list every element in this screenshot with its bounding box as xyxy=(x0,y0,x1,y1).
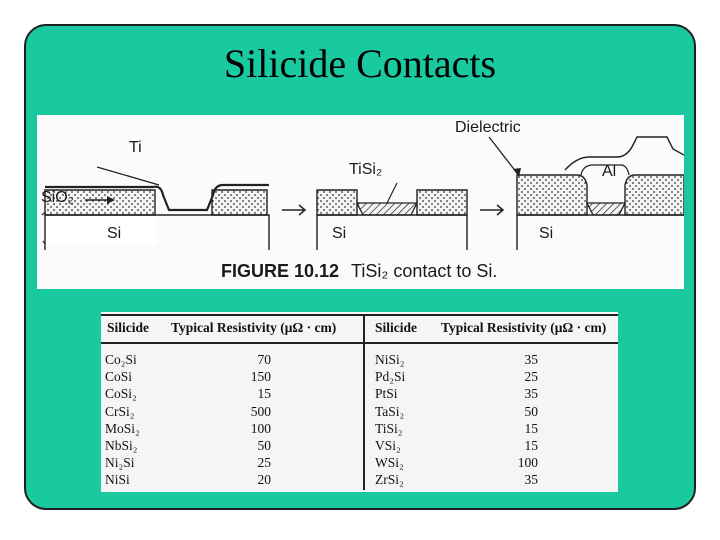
label-tisi2: TiSi₂ xyxy=(349,161,383,178)
figure-number: FIGURE 10.12 xyxy=(221,261,340,281)
table-row-name: NiSi xyxy=(105,472,130,488)
table-top-rule xyxy=(101,314,618,316)
figure-caption-text: TiSi₂ contact to Si. xyxy=(351,261,498,281)
process-diagram xyxy=(41,136,684,250)
table-row-value: 20 xyxy=(257,472,272,488)
table-row-value: 100 xyxy=(517,455,538,471)
panel-2-tisi2-formation xyxy=(316,182,468,250)
table-row-name: Ni₂Si xyxy=(105,455,135,471)
figure-tisi2-contact: Ti SiO₂ Si TiSi₂ Si Dielectric Al Si FIG… xyxy=(37,115,684,289)
table-row-name: TaSi₂ xyxy=(375,403,405,419)
table-row-value: 50 xyxy=(257,438,272,453)
table-row-value: 500 xyxy=(250,403,271,419)
table-row-name: PtSi xyxy=(375,386,398,402)
header-silicide-left: Silicide xyxy=(107,320,150,335)
table-row-name: ZrSi₂ xyxy=(375,472,404,488)
header-silicide-right: Silicide xyxy=(375,320,418,335)
resistivity-table: Silicide Typical Resistivity (μΩ · cm) S… xyxy=(101,312,618,492)
label-al: Al xyxy=(602,163,617,180)
table-header-rule xyxy=(101,342,618,344)
header-resistivity-right: Typical Resistivity (μΩ · cm) xyxy=(441,320,607,335)
table-row-name: CrSi₂ xyxy=(105,403,135,419)
table-row-name: CoSi xyxy=(105,369,133,385)
table-row-value: 25 xyxy=(524,369,539,385)
table-row-name: Pd₂Si xyxy=(375,369,406,385)
figure-caption: FIGURE 10.12 TiSi₂ contact to Si. xyxy=(221,261,497,282)
table-row-name: Co₂Si xyxy=(105,352,137,367)
table-row-value: 70 xyxy=(257,352,272,367)
label-dielectric: Dielectric xyxy=(455,119,521,136)
table-row-name: WSi₂ xyxy=(375,455,404,471)
table-row-name: VSi₂ xyxy=(375,438,401,453)
table-row-value: 35 xyxy=(524,352,539,367)
label-sio2: SiO₂ xyxy=(41,189,74,206)
table-column-divider xyxy=(363,314,365,490)
label-ti: Ti xyxy=(129,139,142,156)
table-row-name: NiSi₂ xyxy=(375,352,405,367)
table-row-name: CoSi₂ xyxy=(105,386,137,402)
table-row-value: 35 xyxy=(524,472,539,488)
table-row-value: 25 xyxy=(257,455,272,471)
table-row-value: 150 xyxy=(250,369,271,385)
label-si-2: Si xyxy=(332,225,347,242)
table-row-value: 15 xyxy=(257,386,272,402)
table-row-value: 50 xyxy=(524,403,539,419)
slide-title: Silicide Contacts xyxy=(223,41,497,86)
table-row-name: MoSi₂ xyxy=(105,420,140,436)
label-si-1: Si xyxy=(107,225,122,242)
panel-3-al-contact xyxy=(488,136,684,250)
table-row-value: 15 xyxy=(524,438,539,453)
table-row-value: 100 xyxy=(250,420,271,436)
panel-1-ti-deposition xyxy=(41,166,270,250)
table-row-name: NbSi₂ xyxy=(105,438,138,453)
table-row-value: 35 xyxy=(524,386,539,402)
table-row-value: 15 xyxy=(524,420,539,436)
header-resistivity-left: Typical Resistivity (μΩ · cm) xyxy=(171,320,337,335)
table-row-name: TiSi₂ xyxy=(375,420,403,436)
label-si-3: Si xyxy=(539,225,554,242)
